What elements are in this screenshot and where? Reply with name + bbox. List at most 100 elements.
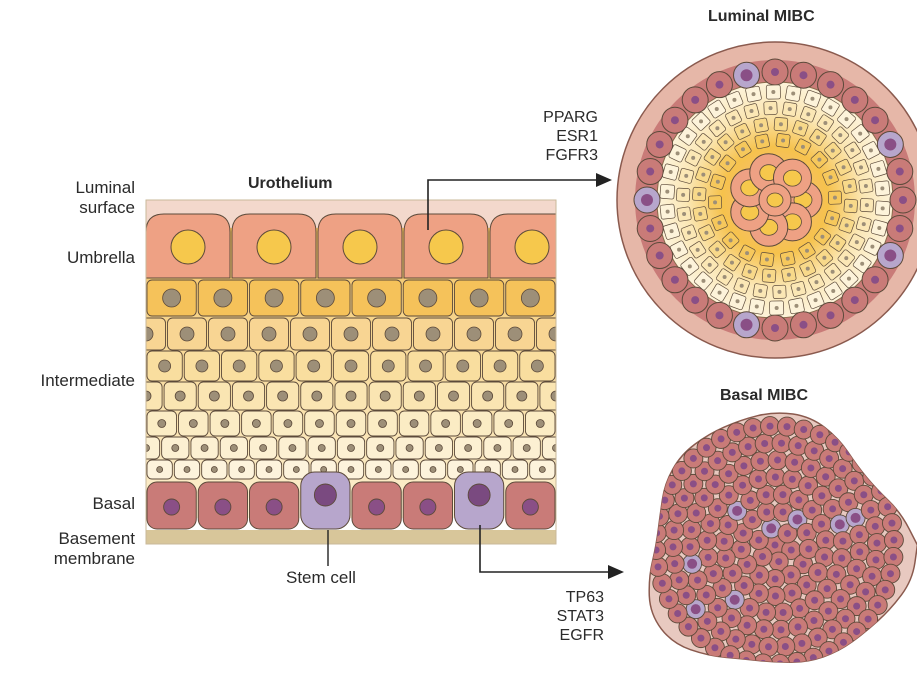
intermediate-nucleus [382, 360, 394, 372]
intermediate-nucleus [426, 327, 440, 341]
cell-nucleus [701, 468, 708, 475]
basement-membrane-band [146, 530, 556, 544]
cell-nucleus [761, 440, 768, 447]
cell-nucleus [739, 482, 746, 489]
intermediate-nucleus [233, 360, 245, 372]
cell-nucleus [821, 554, 828, 561]
cell-nucleus [690, 455, 697, 462]
basal-nucleus [164, 499, 180, 515]
cell-nucleus [839, 538, 846, 545]
cell-nucleus [715, 311, 723, 319]
intermediate-cell [557, 411, 587, 436]
basement-membrane-label: Basement membrane [15, 529, 135, 569]
cell-nucleus [791, 459, 798, 466]
cell-nucleus [656, 252, 664, 260]
cell-nucleus [805, 545, 812, 552]
cell-nucleus [884, 138, 896, 150]
basement-membrane-label-line2: membrane [15, 549, 135, 569]
cell-nucleus [806, 112, 810, 116]
cell-nucleus [814, 634, 821, 641]
cell-nucleus [715, 126, 719, 130]
cell-nucleus [844, 256, 848, 260]
cell-nucleus [724, 140, 728, 144]
cell-nucleus [760, 139, 764, 143]
intermediate-nucleus [278, 391, 288, 401]
intermediate-nucleus [175, 391, 185, 401]
cell-nucleus [867, 507, 874, 514]
cell-nucleus [729, 238, 733, 242]
intermediate-nucleus [473, 420, 481, 428]
cell-nucleus [847, 277, 851, 281]
cell-nucleus [851, 296, 859, 304]
cell-nucleus [659, 580, 666, 587]
cell-nucleus [750, 425, 757, 432]
cell-nucleus [676, 576, 683, 583]
intermediate-nucleus [293, 467, 299, 473]
cell-nucleus [838, 555, 845, 562]
basal-nucleus [215, 499, 231, 515]
cell-nucleus [691, 604, 701, 614]
cell-nucleus [803, 581, 810, 588]
cell-nucleus [835, 485, 842, 492]
cell-nucleus [674, 610, 681, 617]
cell-nucleus [741, 147, 745, 151]
cell-nucleus [750, 109, 754, 113]
cell-nucleus [786, 257, 790, 261]
cell-nucleus [646, 168, 654, 176]
cell-nucleus [884, 250, 896, 262]
cell-nucleus [674, 510, 681, 517]
cell-nucleus [795, 496, 802, 503]
cell-nucleus [715, 247, 719, 251]
intermediate-nucleus [201, 445, 208, 452]
cell-nucleus [792, 514, 802, 524]
cell-nucleus [829, 175, 833, 179]
intermediate-nucleus [157, 467, 163, 473]
cell-nucleus [693, 510, 700, 517]
cell-nucleus [856, 548, 863, 555]
intermediate-nucleus [126, 420, 134, 428]
cell-nucleus [705, 554, 712, 561]
intermediate-nucleus [180, 327, 194, 341]
intermediate-nucleus [457, 360, 469, 372]
intermediate-nucleus [410, 420, 418, 428]
cell-nucleus [822, 537, 829, 544]
cell-nucleus [864, 184, 868, 188]
cell-nucleus [779, 491, 786, 498]
intermediate-nucleus [221, 327, 235, 341]
cell-nucleus [818, 492, 825, 499]
cell-nucleus [776, 660, 783, 667]
cell-nucleus [704, 537, 711, 544]
gene-label: ESR1 [520, 127, 598, 146]
cell-nucleus [806, 267, 810, 271]
cell-nucleus [869, 573, 876, 580]
intermediate-nucleus [312, 391, 322, 401]
cell-nucleus [896, 224, 904, 232]
luminal-gene-list: PPARG ESR1 FGFR3 [520, 108, 598, 165]
cell-nucleus [702, 140, 706, 144]
cell-nucleus [805, 249, 809, 253]
cell-nucleus [890, 553, 897, 560]
cell-nucleus [714, 505, 721, 512]
cell-nucleus [758, 289, 762, 293]
intermediate-nucleus [284, 420, 292, 428]
intermediate-nucleus [347, 420, 355, 428]
cell-nucleus [766, 523, 776, 533]
cell-nucleus [665, 190, 669, 194]
cell-nucleus [779, 122, 783, 126]
cell-nucleus [698, 212, 702, 216]
basement-membrane-label-line1: Basement [15, 529, 135, 549]
intermediate-nucleus [265, 289, 283, 307]
cell-nucleus [876, 167, 880, 171]
intermediate-nucleus [512, 467, 518, 473]
cell-nucleus [733, 429, 740, 436]
cell-nucleus [780, 609, 787, 616]
cell-nucleus [772, 542, 779, 549]
cell-nucleus [691, 296, 699, 304]
cell-nucleus [683, 592, 690, 599]
cell-nucleus [803, 529, 810, 536]
cell-nucleus [871, 116, 879, 124]
cell-nucleus [783, 423, 790, 430]
cell-nucleus [800, 561, 807, 568]
cell-nucleus [722, 554, 729, 561]
cell-nucleus [839, 465, 846, 472]
